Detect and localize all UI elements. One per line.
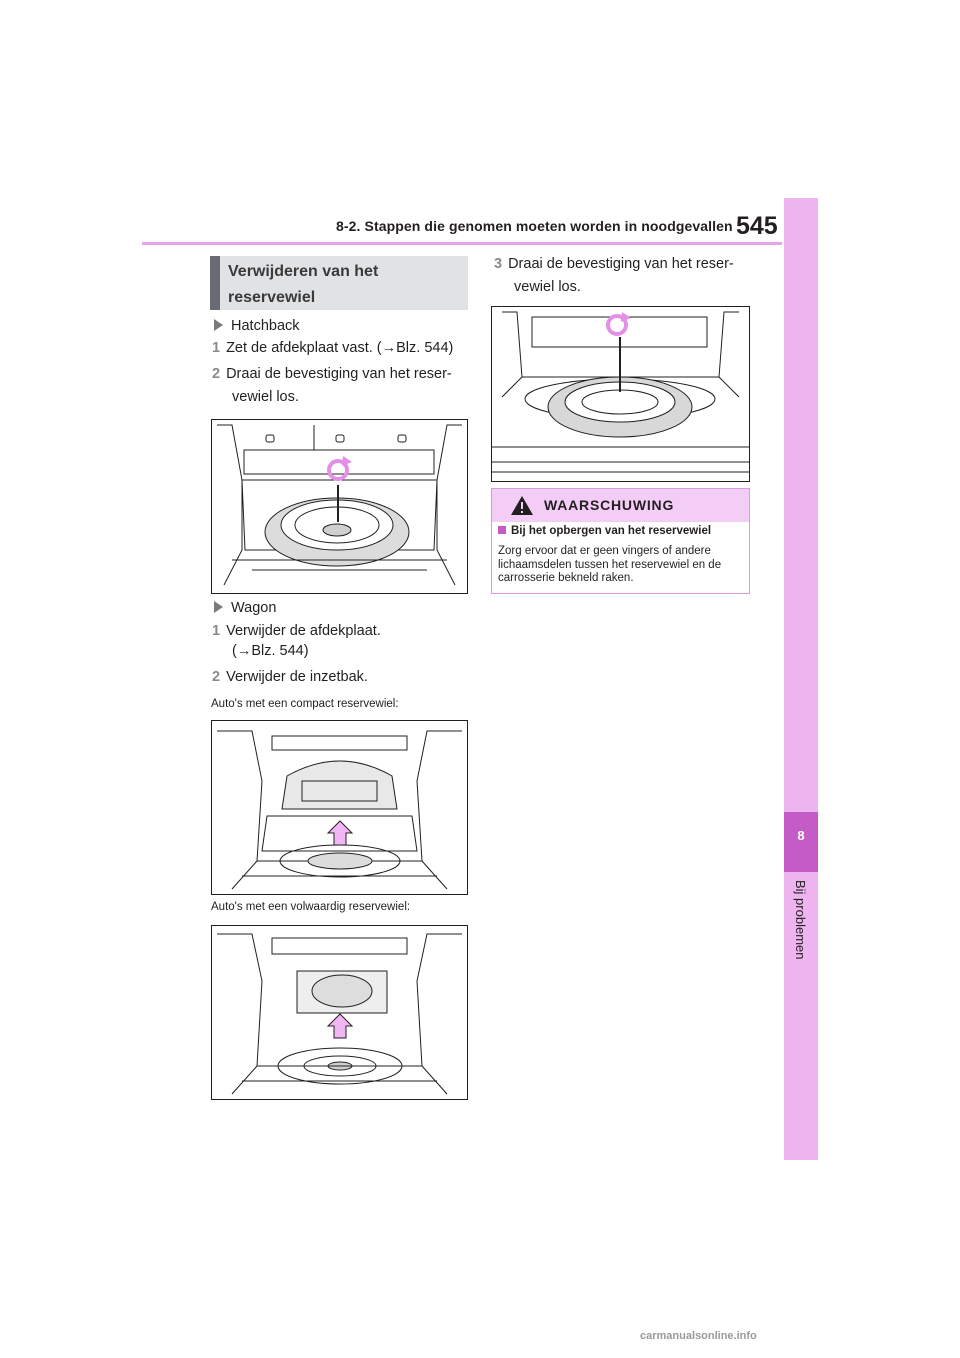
- chapter-tab: [784, 198, 818, 1160]
- figure-wagon-full: [211, 925, 468, 1100]
- warning-box: WAARSCHUWING Bij het opbergen van het re…: [491, 488, 750, 594]
- arrow-right-icon: [214, 601, 223, 613]
- step-text: Verwijder de inzetbak.: [226, 669, 368, 685]
- step-number: 2: [212, 669, 221, 685]
- wg-step-1: 1 Verwijder de afdekplaat.: [212, 620, 381, 643]
- rotate-arrow-icon: [327, 456, 352, 481]
- figure-wagon-compact: [211, 720, 468, 895]
- hatchback-illustration: [217, 424, 462, 586]
- wagon-compact-illustration: [217, 730, 462, 890]
- release-spare-illustration: [492, 311, 749, 473]
- warning-title: WAARSCHUWING: [544, 497, 675, 513]
- step-text: Verwijder de afdekplaat.: [226, 623, 381, 639]
- warning-triangle-icon: [511, 496, 533, 515]
- figure-release-spare: [491, 306, 750, 482]
- step-text: Draai de bevestiging van het reser-: [508, 256, 734, 272]
- rotate-arrow-icon: [606, 312, 631, 336]
- hb-step-1: 1 Zet de afdekplaat vast. (→Blz. 544): [212, 337, 453, 360]
- up-arrow-icon: [326, 820, 354, 846]
- step-number: 1: [212, 623, 221, 639]
- page-number: 545: [736, 212, 778, 240]
- up-arrow-icon: [326, 1013, 354, 1039]
- square-bullet-icon: [498, 526, 506, 534]
- hatchback-label-row: Hatchback: [214, 315, 300, 338]
- warning-header: WAARSCHUWING: [492, 489, 749, 522]
- section-heading-text: Verwijderen van het reservewiel: [228, 263, 379, 306]
- warning-subtitle: Bij het opbergen van het reservewiel: [511, 525, 712, 537]
- step-number: 1: [212, 340, 221, 356]
- step-number: 3: [494, 256, 503, 272]
- chapter-label: Bij problemen: [793, 880, 808, 960]
- wg-step-2: 2 Verwijder de inzetbak.: [212, 666, 368, 689]
- footer-watermark: carmanualsonline.info: [640, 1330, 757, 1342]
- wagon-label-row: Wagon: [214, 597, 276, 620]
- step-number: 2: [212, 366, 221, 382]
- step-text: Draai de bevestiging van het reser-: [226, 366, 452, 382]
- figure-hatchback-spare: [211, 419, 468, 594]
- chapter-tab-box: [784, 812, 818, 872]
- header-rule: [142, 242, 782, 245]
- chapter-number: 8: [797, 828, 805, 843]
- wagon-label: Wagon: [231, 600, 277, 616]
- step-3: 3 Draai de bevestiging van het reser-: [494, 253, 734, 276]
- hb-step-2-cont: vewiel los.: [232, 389, 299, 405]
- caption-full: Auto's met een volwaardig reservewiel:: [211, 901, 411, 913]
- arrow-right-icon: [214, 319, 223, 331]
- step-3-cont: vewiel los.: [514, 279, 581, 295]
- hb-step-2: 2 Draai de bevestiging van het reser-: [212, 363, 452, 386]
- wg-step-1-cont: (→Blz. 544): [232, 643, 309, 659]
- caption-compact: Auto's met een compact reservewiel:: [211, 698, 399, 710]
- hatchback-label: Hatchback: [231, 318, 300, 334]
- warning-body: Zorg ervoor dat er geen vingers of ander…: [498, 545, 722, 584]
- warning-subtitle-row: Bij het opbergen van het reservewiel: [498, 525, 711, 537]
- section-heading: Verwijderen van het reservewiel: [210, 256, 468, 310]
- step-text: Zet de afdekplaat vast. (→Blz. 544): [226, 340, 454, 356]
- wagon-full-illustration: [217, 933, 462, 1095]
- section-title: 8-2. Stappen die genomen moeten worden i…: [336, 218, 733, 234]
